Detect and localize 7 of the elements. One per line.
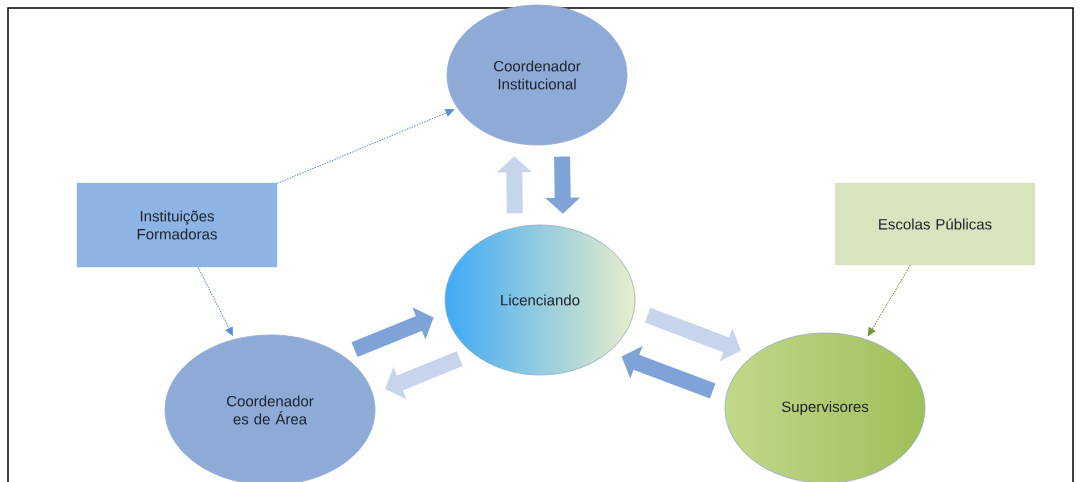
block-arrow: [385, 351, 463, 400]
institution-box: Escolas Públicas: [834, 182, 1036, 266]
dotted-arrow: [197, 266, 233, 336]
block-arrow: [351, 307, 434, 358]
dotted-arrow: [276, 109, 454, 184]
dotted-arrow: [867, 264, 911, 337]
institution-box: Instituições Formadoras: [76, 182, 278, 268]
